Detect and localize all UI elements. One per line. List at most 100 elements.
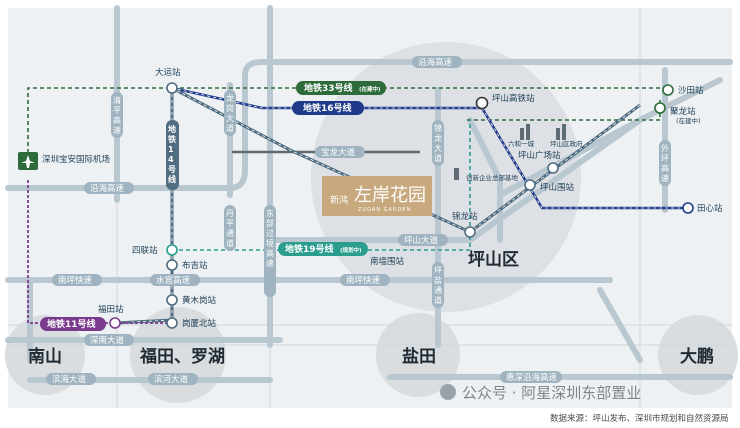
station-pingshan-plaza: 坪山广场站 <box>518 150 561 161</box>
buji-marker <box>166 259 178 271</box>
road-label-yanhai-top: 沿海高速 <box>412 56 462 68</box>
station-julong: 聚龙站 <box>670 106 696 117</box>
svg-text:龙: 龙 <box>226 93 234 103</box>
road-label-shuiguan: 水官高速 <box>150 274 200 286</box>
svg-text:4: 4 <box>168 155 174 164</box>
svg-text:丹: 丹 <box>226 209 234 218</box>
metro-11-label: 地铁11号线 <box>40 317 106 331</box>
metro-19-label: 地铁19号线 (规划中) <box>278 242 368 256</box>
svg-text:东: 东 <box>266 208 274 218</box>
silian-marker <box>166 244 178 256</box>
station-pingshan-hsr: 坪山高铁站 <box>492 93 535 104</box>
svg-text:坪: 坪 <box>434 266 442 275</box>
svg-text:宝龙大道: 宝龙大道 <box>321 147 356 158</box>
svg-text:盐: 盐 <box>434 275 442 285</box>
huangbeiling-marker <box>166 294 178 306</box>
svg-text:速: 速 <box>266 259 274 268</box>
svg-text:新鸿: 新鸿 <box>330 194 348 206</box>
svg-text:平: 平 <box>113 106 121 115</box>
svg-text:道: 道 <box>226 123 234 133</box>
station-shatian: 沙田站 <box>678 85 704 96</box>
station-airport: 深圳宝安国际机场 <box>42 154 110 165</box>
svg-text:外: 外 <box>661 143 669 153</box>
svg-text:滨河大道: 滨河大道 <box>154 374 189 385</box>
svg-text:通: 通 <box>434 285 442 295</box>
svg-text:铁: 铁 <box>168 134 176 144</box>
svg-text:地铁16号线: 地铁16号线 <box>303 102 352 114</box>
station-pingshan-wei: 坪山围站 <box>540 182 575 193</box>
svg-text:(规划中): (规划中) <box>340 246 362 254</box>
jinlong-marker <box>464 226 476 238</box>
shatian-marker <box>662 84 674 96</box>
road-label-yanhai-left: 沿海高速 <box>84 182 134 194</box>
svg-text:坪山大道: 坪山大道 <box>404 235 439 246</box>
svg-text:部: 部 <box>266 218 274 228</box>
julong-marker <box>654 102 666 114</box>
svg-text:地铁19号线: 地铁19号线 <box>285 243 334 255</box>
station-futian: 福田站 <box>98 304 124 315</box>
svg-text:大: 大 <box>434 143 442 153</box>
district-futian-luohu: 福田、罗湖 <box>139 346 225 367</box>
tianxin-marker <box>682 202 694 214</box>
futian-marker <box>109 317 121 329</box>
poi-innovation: 创新企业总部基地 <box>466 173 519 182</box>
station-jinlong: 锦龙站 <box>452 211 478 222</box>
road-label-shennan: 深南大道 <box>84 334 134 346</box>
road-label-binhai: 滨海大道 <box>46 373 96 385</box>
pingshan-district-area <box>311 42 581 312</box>
svg-text:南坪快速: 南坪快速 <box>346 275 381 286</box>
poi-liuheyicheng: 六和一城 <box>508 139 535 148</box>
airport-icon <box>18 152 38 170</box>
svg-text:道: 道 <box>434 295 442 305</box>
metro-16-label: 地铁16号线 <box>292 101 364 115</box>
svg-text:锦: 锦 <box>434 123 442 133</box>
road-label-nanping-left: 南坪快速 <box>52 274 102 286</box>
svg-text:(在建中): (在建中) <box>359 85 381 93</box>
station-nanqiangwei: 南墙围站 <box>370 256 405 267</box>
svg-text:沿海高速: 沿海高速 <box>90 183 125 194</box>
poi-gov: 坪山区政府 <box>550 139 583 148</box>
road-label-binhe: 滨河大道 <box>148 373 198 385</box>
pingshan-wei-marker <box>524 179 536 191</box>
station-buji: 布吉站 <box>182 260 208 271</box>
svg-text:ZUOAN GARDEN: ZUOAN GARDEN <box>358 207 411 213</box>
gangxiabei-marker <box>166 317 178 329</box>
svg-text:高: 高 <box>266 248 274 258</box>
svg-text:境: 境 <box>266 238 274 248</box>
svg-text:号: 号 <box>168 165 176 174</box>
svg-text:水官高速: 水官高速 <box>156 275 191 286</box>
svg-text:地铁33号线: 地铁33号线 <box>304 82 353 94</box>
district-nanshan: 南山 <box>28 346 62 367</box>
svg-text:1: 1 <box>168 145 174 154</box>
pingshan-hsr-marker <box>475 96 489 110</box>
svg-text:高: 高 <box>113 115 121 125</box>
svg-text:高: 高 <box>661 163 669 173</box>
svg-text:道: 道 <box>226 238 234 248</box>
svg-text:惠深沿海高速: 惠深沿海高速 <box>506 372 558 383</box>
road-label-nanping-right: 南坪快速 <box>340 274 390 286</box>
project-card: 新鸿 左岸花园 ZUOAN GARDEN <box>322 176 432 216</box>
station-huangbeiling: 黄木岗站 <box>182 295 217 306</box>
station-silian: 四联站 <box>132 245 158 256</box>
svg-text:南坪快速: 南坪快速 <box>58 275 93 286</box>
svg-text:平: 平 <box>226 219 234 228</box>
source-note: 数据来源：坪山发布、深圳市规划和自然资源局 <box>550 413 729 424</box>
dayun-station-marker <box>166 82 178 94</box>
svg-text:地铁11号线: 地铁11号线 <box>47 318 96 330</box>
building-icon <box>454 124 566 180</box>
station-tianxin: 田心站 <box>697 203 723 214</box>
svg-text:清: 清 <box>113 95 121 105</box>
svg-text:环: 环 <box>661 154 669 163</box>
svg-text:速: 速 <box>113 126 121 135</box>
pingshan-plaza-marker <box>547 162 559 174</box>
project-title: 左岸花园 <box>354 185 426 206</box>
svg-text:通: 通 <box>226 228 234 238</box>
district-yantian: 盐田 <box>402 346 436 367</box>
svg-text:滨海大道: 滨海大道 <box>52 374 87 385</box>
